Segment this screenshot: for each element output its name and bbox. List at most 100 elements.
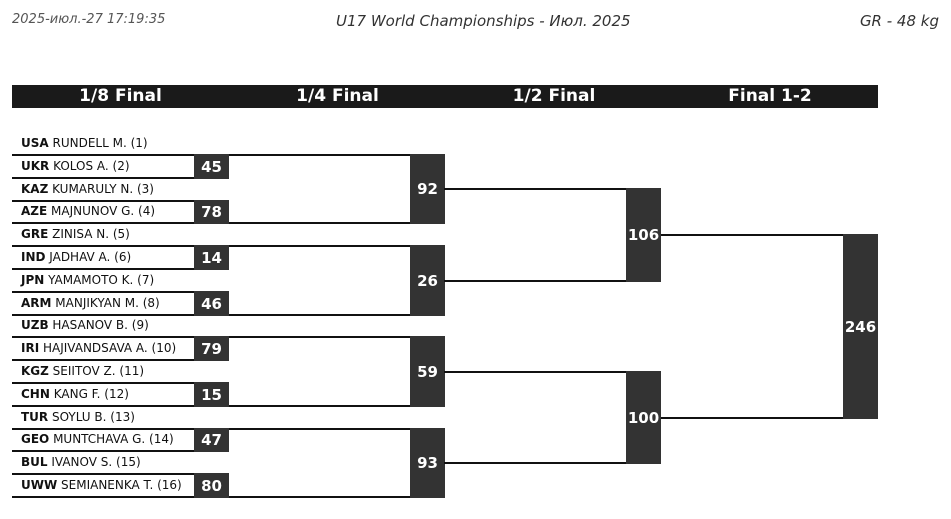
athlete-name: SEMIANENKA T. (16) [57, 478, 182, 492]
bout-r16-box: 47 [194, 428, 229, 452]
athlete-country: KAZ [21, 182, 49, 196]
athlete-row: GRE ZINISA N. (5) [21, 224, 130, 244]
sf-connector [444, 188, 661, 190]
athlete-name: JADHAV A. (6) [45, 250, 132, 264]
athlete-name: KOLOS A. (2) [49, 159, 130, 173]
athlete-line [12, 382, 229, 384]
athlete-line [12, 314, 229, 316]
athlete-name: SOYLU B. (13) [48, 410, 135, 424]
bout-r16-box: 79 [194, 336, 229, 361]
athlete-country: AZE [21, 204, 48, 218]
athlete-country: CHN [21, 387, 50, 401]
athlete-line [12, 268, 229, 270]
athlete-country: UZB [21, 318, 49, 332]
qf-connector [229, 428, 444, 430]
athlete-row: UZB HASANOV B. (9) [21, 315, 149, 335]
athlete-country: IRI [21, 341, 40, 355]
qf-connector [229, 496, 444, 498]
bout-sf-box: 106 [626, 188, 661, 282]
final-connector [661, 417, 878, 419]
athlete-row: JPN YAMAMOTO K. (7) [21, 270, 154, 290]
athlete-line [12, 177, 229, 179]
athlete-line [12, 359, 229, 361]
round-label-1-8: 1/8 Final [79, 86, 162, 106]
athlete-row: IND JADHAV A. (6) [21, 247, 131, 267]
athlete-country: USA [21, 136, 49, 150]
athlete-line [12, 222, 229, 224]
athlete-row: IRI HAJIVANDSAVA A. (10) [21, 338, 176, 358]
athlete-name: KANG F. (12) [49, 387, 129, 401]
bout-r16-box: 78 [194, 200, 229, 224]
bout-r16-box: 14 [194, 245, 229, 270]
bout-r16-box: 46 [194, 291, 229, 316]
athlete-line [12, 200, 229, 202]
athlete-name: IVANOV S. (15) [47, 455, 141, 469]
round-label-final: Final 1-2 [728, 86, 812, 106]
athlete-name: HASANOV B. (9) [48, 318, 149, 332]
bout-r16-box: 45 [194, 154, 229, 179]
bout-qf-box: 26 [410, 245, 445, 316]
athlete-country: GEO [21, 432, 50, 446]
sf-connector [444, 462, 661, 464]
bracket-datetime: 2025-июл.-27 17:19:35 [12, 12, 166, 27]
athlete-row: USA RUNDELL M. (1) [21, 133, 148, 153]
bout-qf-box: 59 [410, 336, 445, 407]
athlete-row: GEO MUNTCHAVA G. (14) [21, 429, 174, 449]
athlete-name: RUNDELL M. (1) [48, 136, 148, 150]
athlete-name: YAMAMOTO K. (7) [44, 273, 155, 287]
athlete-name: MUNTCHAVA G. (14) [49, 432, 174, 446]
athlete-row: KAZ KUMARULY N. (3) [21, 179, 154, 199]
bout-qf-box: 92 [410, 154, 445, 224]
athlete-name: ZINISA N. (5) [48, 227, 130, 241]
athlete-row: ARM MANJIKYAN M. (8) [21, 293, 160, 313]
athlete-country: IND [21, 250, 46, 264]
sf-connector [444, 280, 661, 282]
athlete-line [12, 496, 229, 498]
final-connector [661, 234, 878, 236]
event-title: U17 World Championships - Июл. 2025 [336, 12, 631, 30]
athlete-line [12, 336, 229, 338]
athlete-line [12, 154, 229, 156]
athlete-row: UKR KOLOS A. (2) [21, 156, 130, 176]
athlete-line [12, 291, 229, 293]
qf-connector [229, 222, 444, 224]
round-label-1-2: 1/2 Final [512, 86, 596, 106]
athlete-row: AZE MAJNUNOV G. (4) [21, 201, 155, 221]
sf-connector [444, 371, 661, 373]
athlete-name: HAJIVANDSAVA A. (10) [39, 341, 177, 355]
athlete-line [12, 245, 229, 247]
athlete-row: KGZ SEIITOV Z. (11) [21, 361, 144, 381]
qf-connector [229, 405, 444, 407]
athlete-line [12, 450, 229, 452]
round-header-bar: 1/8 Final 1/4 Final 1/2 Final Final 1-2 [12, 85, 878, 108]
bout-r16-box: 15 [194, 382, 229, 407]
athlete-country: JPN [21, 273, 45, 287]
athlete-country: UWW [21, 478, 58, 492]
athlete-name: MAJNUNOV G. (4) [47, 204, 156, 218]
athlete-line [12, 473, 229, 475]
athlete-country: TUR [21, 410, 49, 424]
qf-connector [229, 154, 444, 156]
athlete-country: GRE [21, 227, 49, 241]
athlete-row: UWW SEMIANENKA T. (16) [21, 475, 182, 495]
qf-connector [229, 245, 444, 247]
athlete-name: SEIITOV Z. (11) [48, 364, 145, 378]
athlete-line [12, 405, 229, 407]
bout-qf-box: 93 [410, 428, 445, 498]
bout-final-box: 246 [843, 234, 878, 419]
athlete-country: ARM [21, 296, 52, 310]
athlete-row: BUL IVANOV S. (15) [21, 452, 141, 472]
qf-connector [229, 314, 444, 316]
athlete-line [12, 428, 229, 430]
athlete-name: MANJIKYAN M. (8) [51, 296, 160, 310]
athlete-country: UKR [21, 159, 50, 173]
round-label-1-4: 1/4 Final [296, 86, 379, 106]
athlete-row: TUR SOYLU B. (13) [21, 407, 135, 427]
athlete-country: BUL [21, 455, 48, 469]
weight-category: GR - 48 kg [859, 12, 939, 30]
qf-connector [229, 336, 444, 338]
athlete-row: CHN KANG F. (12) [21, 384, 129, 404]
bout-r16-box: 80 [194, 473, 229, 498]
bout-sf-box: 100 [626, 371, 661, 464]
athlete-name: KUMARULY N. (3) [48, 182, 154, 196]
